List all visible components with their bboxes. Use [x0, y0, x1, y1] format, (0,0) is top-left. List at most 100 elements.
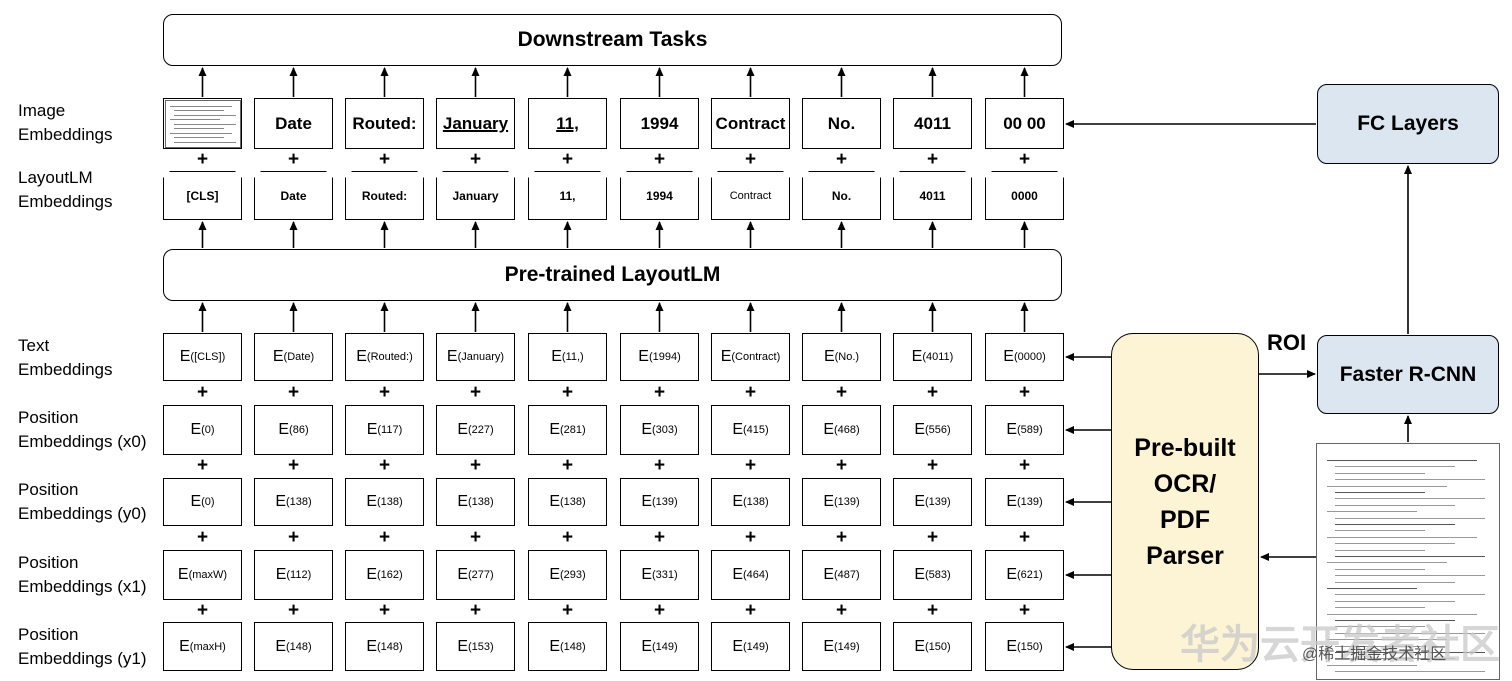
layoutlm-embedding-token: 11, [528, 171, 607, 220]
embedding-subscript: (maxW) [188, 569, 228, 581]
embedding-symbol: E [275, 566, 287, 583]
embedding-subscript: (148) [559, 640, 586, 653]
document-text-line [1335, 607, 1425, 609]
x0-embedding-cell: E(556) [893, 405, 972, 455]
y0-embedding-cell: E(138) [254, 478, 333, 526]
plus-sign: + [378, 382, 391, 403]
layoutlm-embedding-token: Date [254, 171, 333, 220]
document-text-line [1335, 568, 1425, 570]
embedding-subscript: (138) [376, 496, 403, 508]
layoutlm-embedding-token: 1994 [620, 171, 699, 220]
document-text-line [1335, 575, 1485, 577]
pretrained-layoutlm-box: Pre-trained LayoutLM [163, 249, 1062, 301]
plus-sign: + [835, 600, 848, 621]
thumbnail-text-line [173, 110, 224, 111]
text-embedding-cell: E(Contract) [711, 333, 790, 381]
embedding-subscript: (303) [651, 424, 678, 436]
image-token-text: 4011 [914, 113, 951, 133]
text-embedding-cell: E(11,) [528, 333, 607, 381]
embedding-subscript: (Date) [283, 351, 315, 363]
embedding-symbol: E [366, 637, 377, 655]
embedding-symbol: E [366, 566, 377, 583]
document-text-line [1327, 639, 1447, 641]
text-embedding-cell: E(1994) [620, 333, 699, 381]
image-embedding-token: 4011 [893, 98, 972, 149]
embedding-symbol: E [551, 348, 562, 365]
embedding-symbol: E [272, 348, 284, 365]
y0-embedding-cell: E(139) [893, 478, 972, 526]
plus-sign: + [926, 600, 939, 621]
thumbnail-text-line [173, 114, 236, 116]
embedding-symbol: E [1006, 566, 1017, 583]
x0-embedding-cell: E(415) [711, 405, 790, 455]
plus-sign: + [378, 149, 391, 170]
image-token-text: January [442, 113, 509, 133]
embedding-subscript: (149) [742, 640, 769, 653]
embedding-symbol: E [1006, 421, 1017, 438]
document-text-line [1335, 652, 1485, 653]
plus-sign: + [926, 382, 939, 403]
embedding-subscript: (621) [1016, 569, 1043, 581]
document-text-line [1335, 645, 1425, 647]
y1-embedding-cell: E(149) [620, 622, 699, 671]
source-document-image [1316, 443, 1500, 680]
text-embedding-cell: E(Date) [254, 333, 333, 381]
image-embedding-token: Date [254, 98, 333, 149]
image-embedding-token: 11, [528, 98, 607, 149]
document-text-line [1335, 626, 1425, 628]
plus-sign: + [744, 149, 757, 170]
plus-sign: + [196, 455, 209, 476]
embedding-subscript: (Routed:) [366, 351, 413, 363]
layoutlm-embedding-token: 0000 [985, 171, 1064, 220]
embedding-symbol: E [641, 493, 652, 510]
faster-rcnn-box: Faster R-CNN [1317, 335, 1499, 414]
embedding-symbol: E [549, 493, 560, 510]
embedding-subscript: (149) [651, 640, 678, 653]
embedding-symbol: E [732, 421, 743, 438]
plus-sign: + [561, 527, 574, 548]
document-text-line [1335, 472, 1425, 474]
layoutlm-embedding-token: [CLS] [163, 171, 242, 220]
plus-sign: + [835, 527, 848, 548]
embedding-subscript: (487) [833, 569, 860, 581]
thumbnail-text-line [173, 123, 236, 125]
embedding-subscript: (331) [651, 569, 678, 581]
embedding-symbol: E [638, 348, 649, 365]
plus-sign: + [561, 382, 574, 403]
document-text-line [1335, 492, 1425, 493]
row-label-x1-line-2: Embeddings (x1) [18, 577, 147, 596]
plus-sign: + [744, 455, 757, 476]
image-token-text: Contract [715, 113, 786, 133]
plus-sign: + [835, 149, 848, 170]
thumbnail-text-line [169, 132, 232, 134]
plus-sign: + [378, 527, 391, 548]
ocr-parser-line-3: PDF [1160, 505, 1210, 534]
embedding-subscript: (Contract) [731, 351, 781, 363]
embedding-symbol: E [275, 493, 286, 510]
embedding-subscript: (4011) [922, 351, 954, 363]
ocr-parser-line-1: Pre-built [1134, 433, 1236, 462]
embedding-subscript: (464) [742, 569, 769, 581]
document-text-line [1335, 632, 1485, 634]
document-text-line [1335, 620, 1455, 621]
embedding-symbol: E [366, 493, 377, 510]
embedding-symbol: E [914, 637, 925, 655]
image-token-text: Routed: [352, 113, 417, 133]
embedding-symbol: E [914, 566, 925, 583]
row-label-x0-line-1: Position [18, 408, 79, 427]
image-embedding-token: No. [802, 98, 881, 149]
embedding-symbol: E [641, 421, 652, 438]
embedding-symbol: E [457, 637, 468, 655]
y1-embedding-cell: E(150) [893, 622, 972, 671]
document-text-line [1335, 524, 1455, 525]
embedding-subscript: (117) [377, 424, 403, 436]
document-text-line [1335, 530, 1425, 532]
embedding-subscript: (589) [1016, 424, 1043, 436]
plus-sign: + [469, 600, 482, 621]
plus-sign: + [1018, 600, 1031, 621]
thumbnail-text-line [173, 128, 224, 129]
document-text-line [1327, 664, 1417, 666]
y0-embedding-cell: E(139) [985, 478, 1064, 526]
